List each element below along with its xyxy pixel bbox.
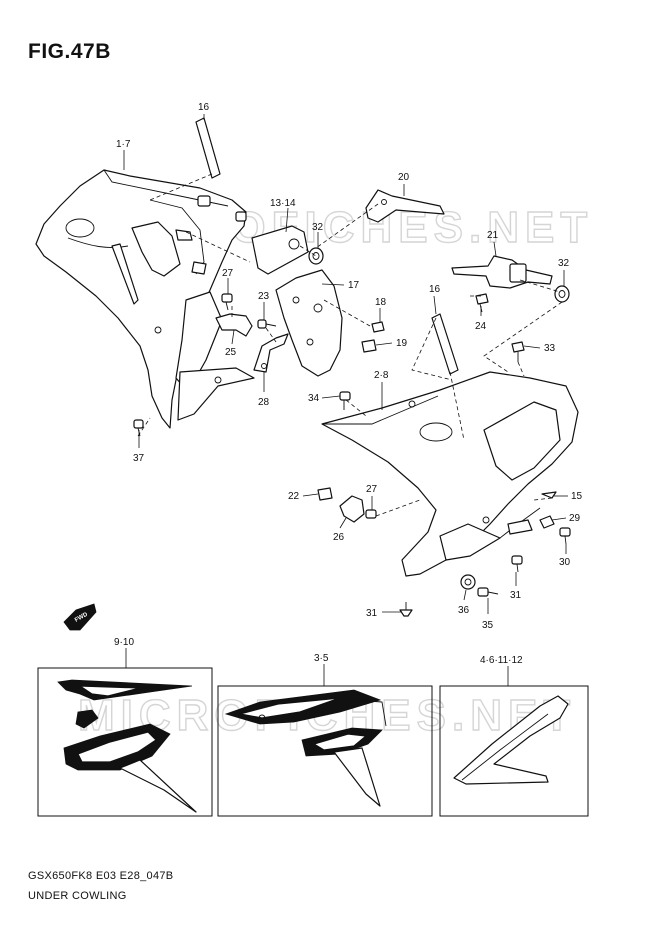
nut-29 xyxy=(539,515,555,529)
figure-name: UNDER COWLING xyxy=(28,890,127,902)
screw-27b xyxy=(365,509,377,519)
callout-18: 18 xyxy=(375,297,387,308)
callout-28: 28 xyxy=(258,397,270,408)
callout-32-right: 32 xyxy=(558,258,570,269)
callout-37: 37 xyxy=(133,453,145,464)
screw-27a xyxy=(221,293,233,311)
fwd-arrow-icon: FWD xyxy=(63,603,97,631)
bracket-25 xyxy=(215,313,253,337)
decal-box-9-10 xyxy=(37,667,213,817)
callout-26: 26 xyxy=(333,532,345,543)
bracket-20 xyxy=(365,189,445,223)
callout-3-5: 3·5 xyxy=(314,653,329,664)
bracket-13-14 xyxy=(251,225,309,275)
callout-29: 29 xyxy=(569,513,581,524)
callout-21: 21 xyxy=(487,230,499,241)
callout-30: 30 xyxy=(559,557,571,568)
callout-4-6-11-12: 4·6·11·12 xyxy=(480,655,523,666)
callout-31-right: 31 xyxy=(510,590,522,601)
leader-lines xyxy=(123,114,568,686)
grommet-32a xyxy=(308,247,324,265)
callout-35: 35 xyxy=(482,620,494,631)
screw-33 xyxy=(511,341,525,362)
callout-2-8: 2·8 xyxy=(374,370,389,381)
callout-19: 19 xyxy=(396,338,408,349)
decal-set-9-10 xyxy=(57,679,197,813)
callout-34: 34 xyxy=(308,393,320,404)
figure-title: FIG.47B xyxy=(28,40,111,63)
grommet-32b xyxy=(554,285,570,303)
figure-code: GSX650FK8 E03 E28_047B xyxy=(28,870,174,882)
inner-panel-17 xyxy=(275,269,343,377)
stay-bar-upper xyxy=(195,117,221,179)
decal-set-3-5 xyxy=(224,689,387,807)
screw-18 xyxy=(371,321,385,333)
screw-31b xyxy=(511,555,523,573)
callout-27-lower: 27 xyxy=(366,484,378,495)
stay-bar-lower xyxy=(431,313,459,375)
callout-9-10: 9·10 xyxy=(114,637,134,648)
callout-32-left: 32 xyxy=(312,222,324,233)
callout-22: 22 xyxy=(288,491,300,502)
callout-labels: 16 1·7 20 13·14 32 21 32 27 17 23 18 24 … xyxy=(114,102,583,666)
screw-31a xyxy=(399,602,413,617)
callout-20: 20 xyxy=(398,172,410,183)
bracket-21 xyxy=(451,255,553,289)
screw-34 xyxy=(339,391,351,410)
callout-16-lower: 16 xyxy=(429,284,441,295)
decal-set-4-6-11-12 xyxy=(453,695,569,785)
callout-31-left: 31 xyxy=(366,608,378,619)
decal-box-4-6-11-12 xyxy=(439,685,589,817)
callout-16-upper: 16 xyxy=(198,102,210,113)
callout-25: 25 xyxy=(225,347,237,358)
grommet-36 xyxy=(460,574,476,590)
clip-15 xyxy=(541,491,557,499)
callout-15: 15 xyxy=(571,491,583,502)
left-under-cowling xyxy=(35,169,255,429)
right-under-cowling xyxy=(321,371,579,577)
clip-22 xyxy=(317,487,333,501)
nut-19 xyxy=(361,339,377,353)
assembly-lines xyxy=(137,173,563,517)
stay-28 xyxy=(253,333,289,373)
screw-24 xyxy=(475,293,489,313)
callout-23: 23 xyxy=(258,291,270,302)
decal-box-3-5 xyxy=(217,685,433,817)
bracket-26 xyxy=(339,495,365,523)
callout-1-7: 1·7 xyxy=(116,139,131,150)
callout-13-14: 13·14 xyxy=(270,198,296,209)
callout-17: 17 xyxy=(348,280,360,291)
callout-33: 33 xyxy=(544,343,556,354)
screw-30 xyxy=(559,527,571,545)
callout-36: 36 xyxy=(458,605,470,616)
screw-37 xyxy=(133,419,144,437)
callout-24: 24 xyxy=(475,321,487,332)
screw-35 xyxy=(477,587,499,597)
screw-23 xyxy=(257,319,277,329)
callout-27-upper: 27 xyxy=(222,268,234,279)
